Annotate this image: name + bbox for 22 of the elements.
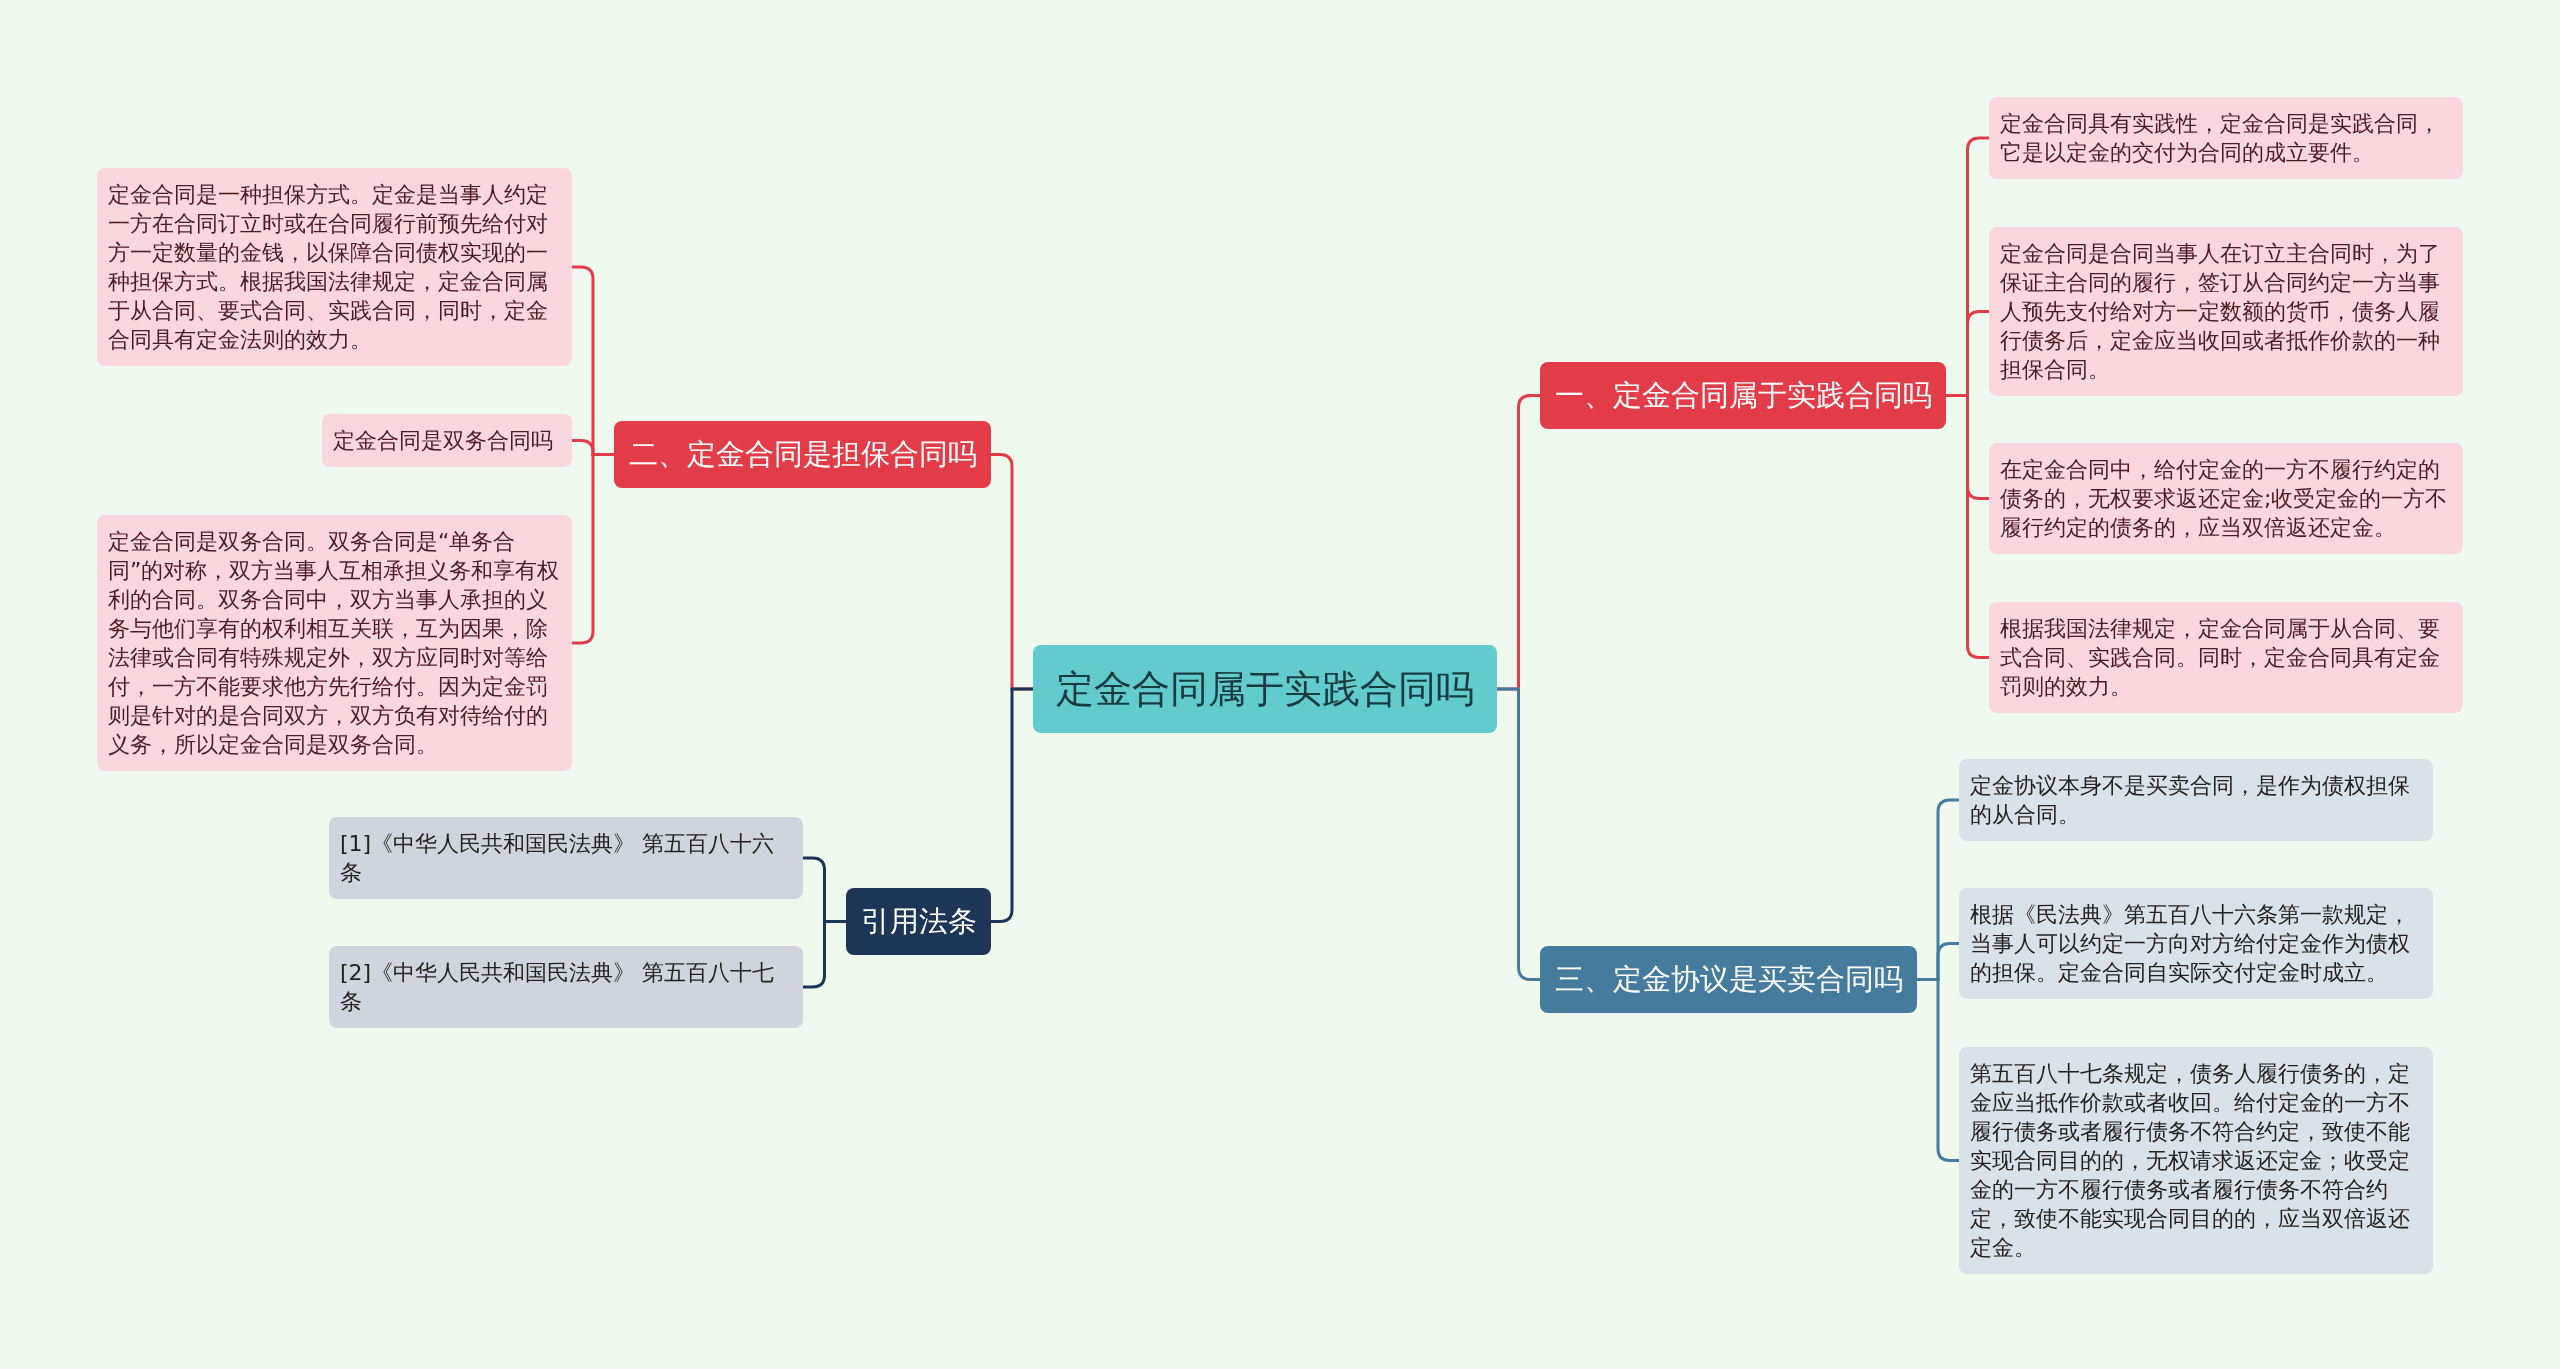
- branch-topic-box: 三、定金协议是买卖合同吗: [1540, 946, 1917, 1013]
- note-box: 根据《民法典》第五百八十六条第一款规定，当事人可以约定一方向对方给付定金作为债权的担保。定金合同自实际交付定金时成立。: [1959, 888, 2433, 999]
- note-box: 根据我国法律规定，定金合同属于从合同、要式合同、实践合同。同时，定金合同具有定金罚则的效力。: [1989, 602, 2463, 713]
- note-box: 在定金合同中，给付定金的一方不履行约定的债务的，无权要求返还定金;收受定金的一方不履行约定的债务的，应当双倍返还定金。: [1989, 443, 2463, 554]
- branch-topic-box: 二、定金合同是担保合同吗: [614, 421, 991, 488]
- note-box: 定金合同是双务合同吗: [322, 414, 572, 467]
- note-box: 定金协议本身不是买卖合同，是作为债权担保的从合同。: [1959, 759, 2433, 841]
- note-box: 第五百八十七条规定，债务人履行债务的，定金应当抵作价款或者收回。给付定金的一方不履行债务或者履行债务不符合约定，致使不能实现合同目的的，无权请求返还定金；收受定金的一方不履行债务或者履行债务不符合约定，致使不能实现合同目的的，应当双倍返还定金。: [1959, 1047, 2433, 1274]
- connector: [572, 453, 614, 645]
- branch-topic-box: 一、定金合同属于实践合同吗: [1540, 362, 1946, 429]
- citation-box: [2]《中华人民共和国民法典》 第五百八十七条: [329, 946, 803, 1028]
- citation-box: [1]《中华人民共和国民法典》 第五百八十六条: [329, 817, 803, 899]
- connector: [1497, 687, 1540, 981]
- note-box: 定金合同是一种担保方式。定金是当事人约定一方在合同订立时或在合同履行前预先给付对方一定数量的金钱，以保障合同债权实现的一种担保方式。根据我国法律规定，定金合同属于从合同、要式合同、实践合同，同时，定金合同具有定金法则的效力。: [97, 168, 572, 366]
- connector: [1917, 978, 1959, 1162]
- central-topic-box: 定金合同属于实践合同吗: [1033, 645, 1497, 733]
- branch-topic-box: 引用法条: [846, 888, 991, 955]
- note-box: 定金合同具有实践性，定金合同是实践合同，它是以定金的交付为合同的成立要件。: [1989, 97, 2463, 179]
- note-box: 定金合同是双务合同。双务合同是“单务合同”的对称，双方当事人互相承担义务和享有权利的合同。双务合同中，双方当事人承担的义务与他们享有的权利相互关联，互为因果，除法律或合同有特殊规定外，双方应同时对等给付，一方不能要求他方先行给付。因为定金罚则是针对的是合同双方，双方负有对待给付的义务，所以定金合同是双务合同。: [97, 515, 572, 771]
- note-box: 定金合同是合同当事人在订立主合同时，为了保证主合同的履行，签订从合同约定一方当事人预先支付给对方一定数额的货币，债务人履行债务后，定金应当收回或者抵作价款的一种担保合同。: [1989, 227, 2463, 396]
- connector: [803, 920, 846, 989]
- connector: [991, 687, 1033, 923]
